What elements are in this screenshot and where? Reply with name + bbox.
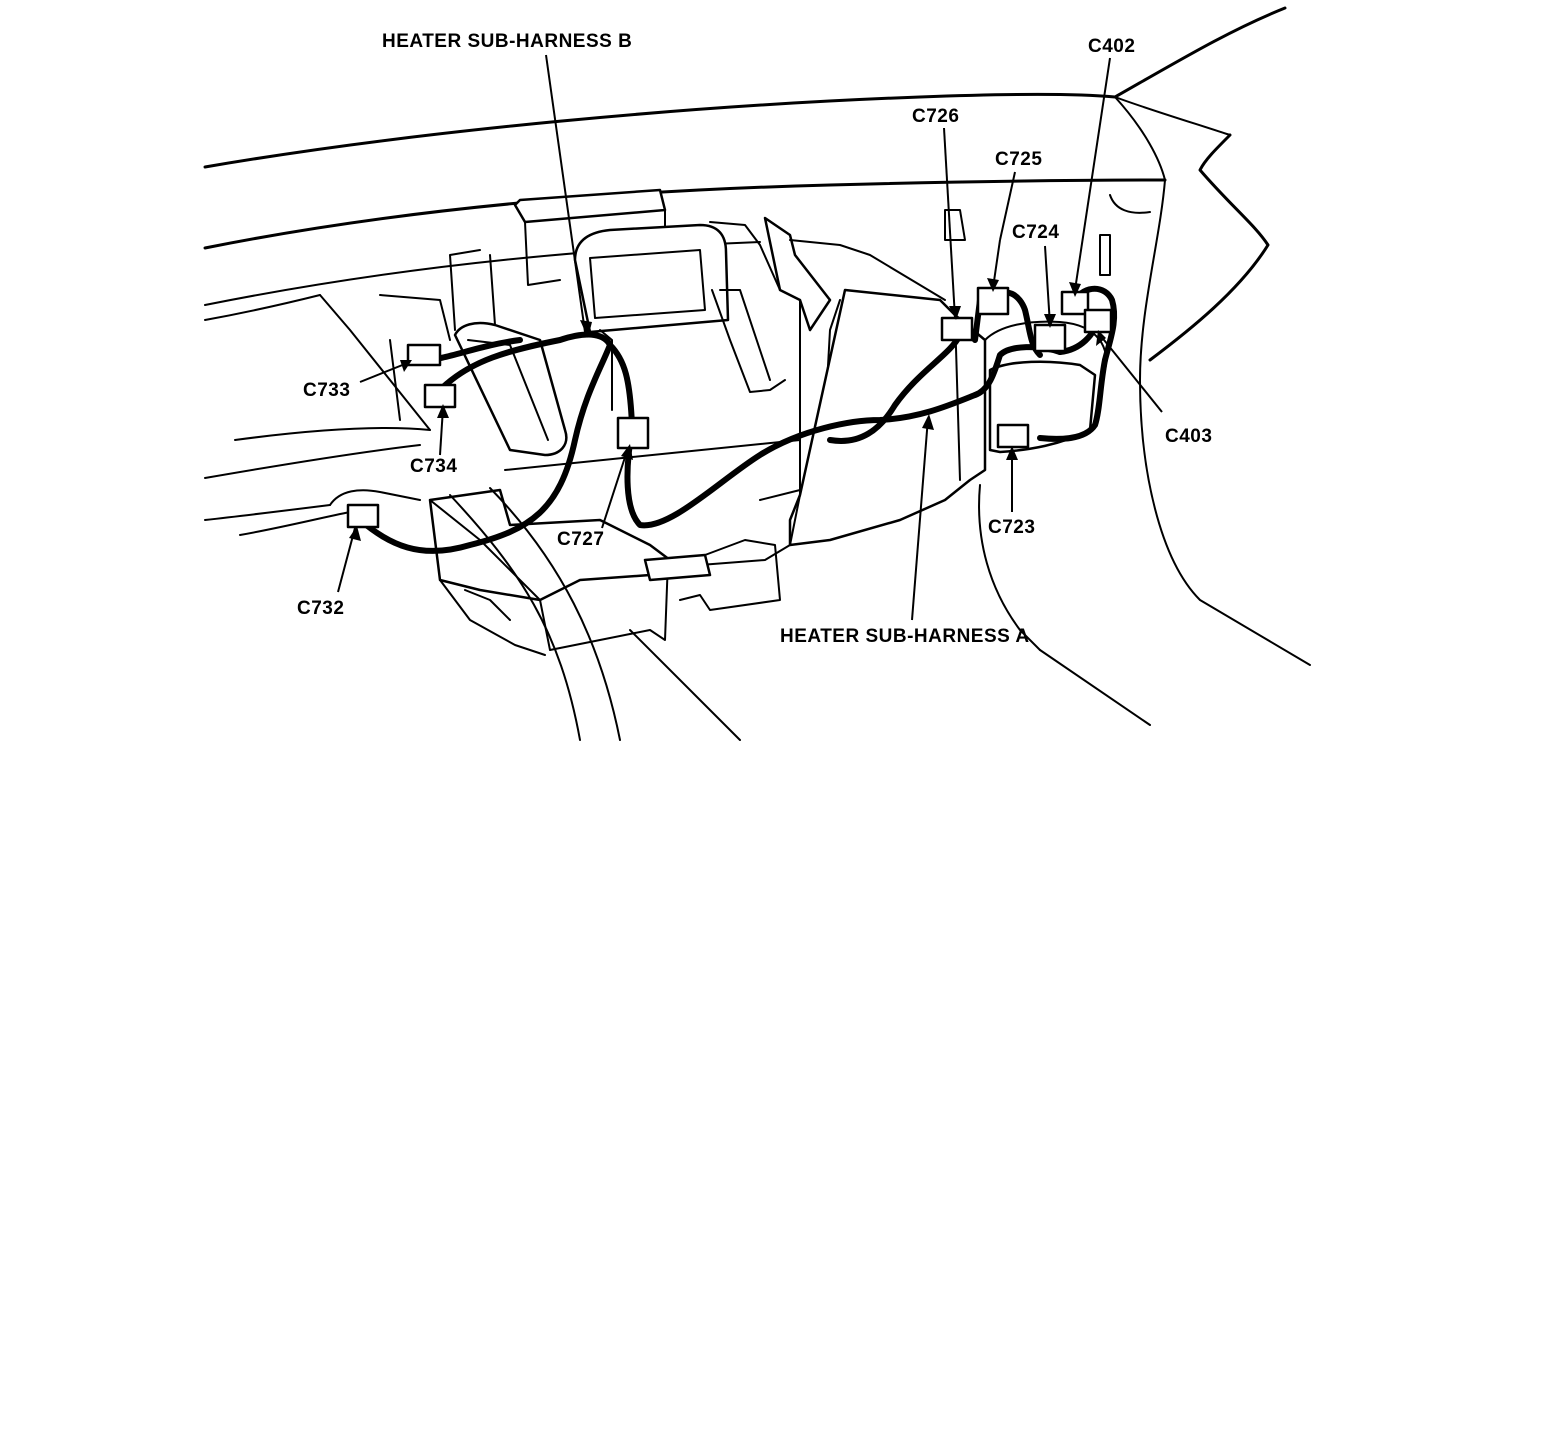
c724-connector <box>1033 323 1067 353</box>
label-c733: C733 <box>303 380 350 401</box>
label-c732: C732 <box>297 598 344 619</box>
leader-lines <box>337 54 1163 621</box>
heater-unit <box>428 188 1151 741</box>
left-panel <box>319 294 451 506</box>
labels: HEATER SUB-HARNESS B C402 C726 C725 C724… <box>297 31 1212 647</box>
dashboard-outline <box>203 6 1287 536</box>
connectors <box>346 286 1113 529</box>
c403-connector <box>1083 308 1113 334</box>
c723-connector <box>996 423 1030 449</box>
c726-connector <box>940 316 974 342</box>
label-c724: C724 <box>1012 222 1059 243</box>
label-c727: C727 <box>557 529 604 550</box>
label-heater-sub-harness-b: HEATER SUB-HARNESS B <box>382 31 632 52</box>
c732-connector <box>346 503 380 529</box>
label-c734: C734 <box>410 456 457 477</box>
label-c723: C723 <box>988 517 1035 538</box>
label-c402: C402 <box>1088 36 1135 57</box>
label-c726: C726 <box>912 106 959 127</box>
label-c725: C725 <box>995 149 1042 170</box>
c725-connector <box>976 286 1010 316</box>
label-heater-sub-harness-a: HEATER SUB-HARNESS A <box>780 626 1030 647</box>
c733-connector <box>406 343 442 367</box>
label-c403: C403 <box>1165 426 1212 447</box>
c734-connector <box>423 383 457 409</box>
c727-connector <box>616 416 650 450</box>
